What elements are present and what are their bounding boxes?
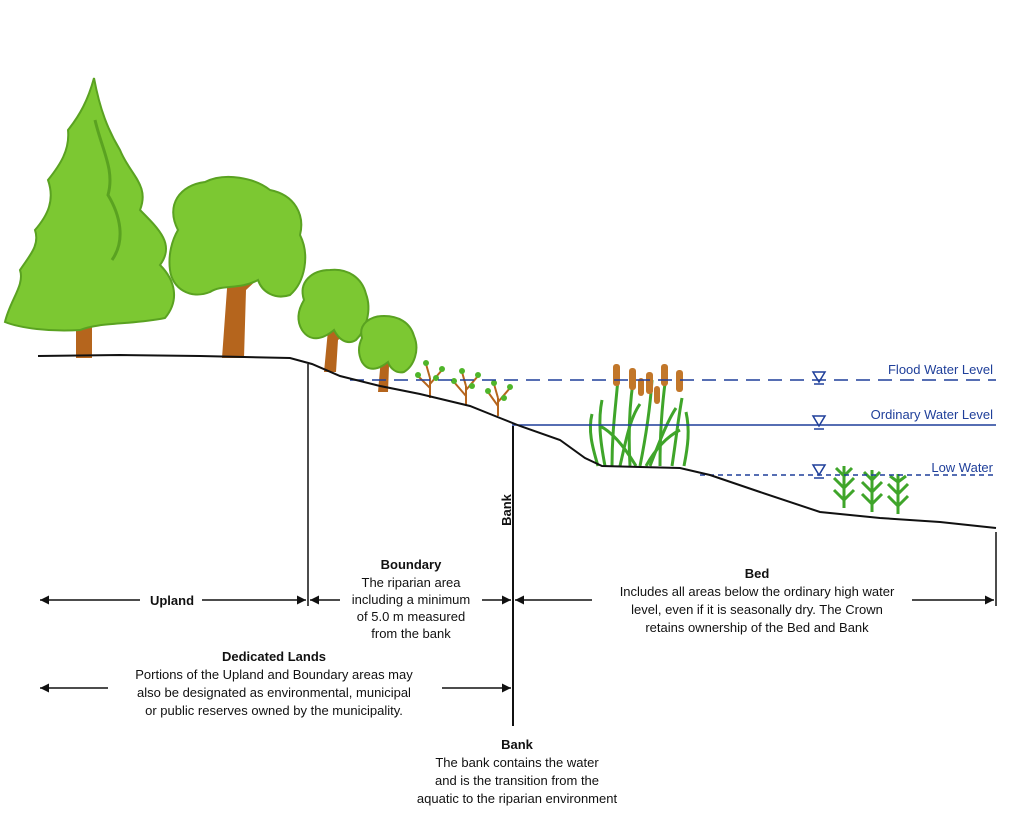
- submerged-plants: [832, 466, 910, 514]
- boundary-line: The riparian area: [362, 575, 462, 590]
- ordinary-water-label: Ordinary Water Level: [871, 407, 993, 422]
- bed-title: Bed: [745, 566, 770, 581]
- deciduous-tree-large: [168, 175, 307, 358]
- bank-text: Bank The bank contains the water and is …: [417, 737, 618, 806]
- bed-line: level, even if it is seasonally dry. The…: [631, 602, 883, 617]
- bed-line: Includes all areas below the ordinary hi…: [620, 584, 895, 599]
- boundary-text: Boundary The riparian area including a m…: [352, 557, 471, 641]
- upland-label: Upland: [150, 593, 194, 608]
- flood-water-line: [350, 371, 996, 385]
- bank-line: The bank contains the water: [435, 755, 599, 770]
- conifer-tree: [3, 77, 176, 358]
- bank-vertical-label: Bank: [499, 493, 514, 526]
- ordinary-water-line: [512, 415, 996, 430]
- bed-line: retains ownership of the Bed and Bank: [645, 620, 869, 635]
- deciduous-tree-small: [358, 314, 418, 392]
- shrub-3: [485, 380, 513, 416]
- low-water-label: Low Water: [931, 460, 993, 475]
- cattail-plants: [588, 364, 690, 467]
- bank-line: aquatic to the riparian environment: [417, 791, 618, 806]
- ground-profile: [37, 353, 997, 529]
- boundary-line: from the bank: [371, 626, 451, 641]
- bed-text: Bed Includes all areas below the ordinar…: [620, 566, 895, 635]
- boundary-title: Boundary: [381, 557, 442, 572]
- bank-title: Bank: [501, 737, 534, 752]
- dedicated-line: Portions of the Upland and Boundary area…: [135, 667, 413, 682]
- shrub-2: [451, 368, 481, 406]
- dedicated-line: or public reserves owned by the municipa…: [145, 703, 403, 718]
- shrub-1: [415, 360, 445, 398]
- bank-line: and is the transition from the: [435, 773, 599, 788]
- boundary-line: including a minimum: [352, 592, 471, 607]
- low-water-line: [700, 464, 996, 479]
- flood-water-label: Flood Water Level: [888, 362, 993, 377]
- boundary-line: of 5.0 m measured: [357, 609, 465, 624]
- deciduous-tree-medium: [297, 268, 370, 372]
- dedicated-title: Dedicated Lands: [222, 649, 326, 664]
- dedicated-lands-text: Dedicated Lands Portions of the Upland a…: [135, 649, 413, 718]
- dedicated-line: also be designated as environmental, mun…: [137, 685, 411, 700]
